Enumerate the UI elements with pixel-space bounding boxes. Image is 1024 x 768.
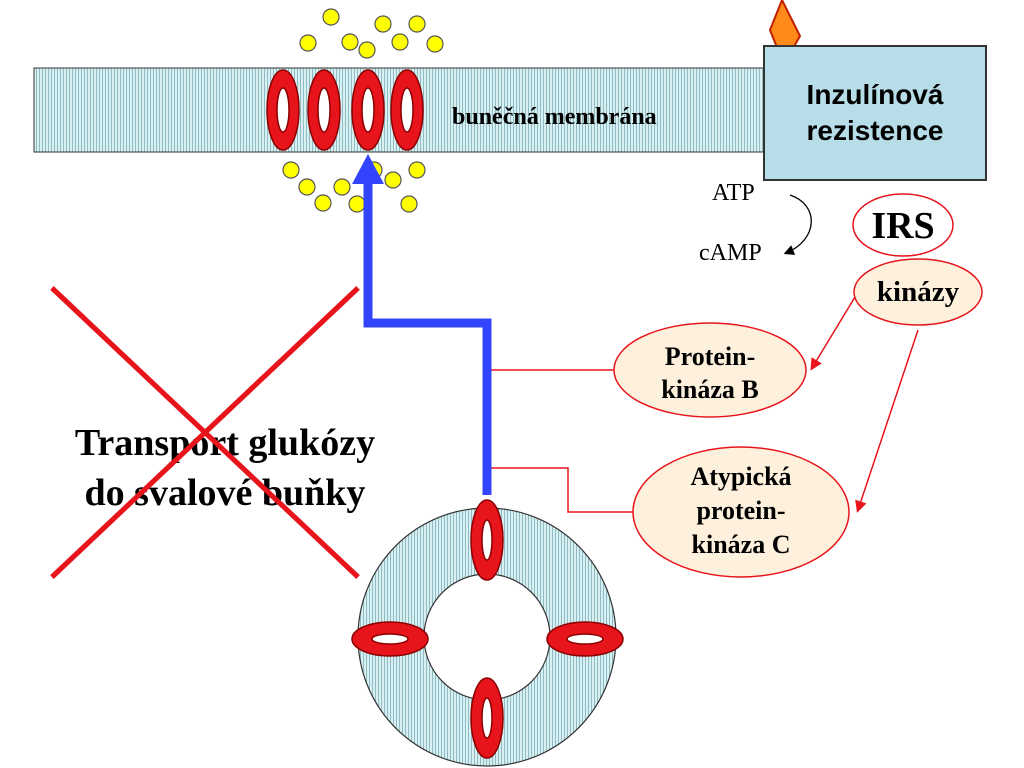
glucose-molecule — [374, 15, 392, 33]
atp-camp-arrow — [783, 194, 812, 255]
insulin-resistance-line2: rezistence — [806, 115, 944, 146]
glucose-molecule — [341, 33, 359, 51]
atp-label: ATP — [712, 180, 755, 206]
vesicle-transporters — [351, 499, 624, 759]
glucose-molecule — [408, 15, 426, 33]
kinases-label: kinázy — [876, 276, 960, 308]
kinases-oval — [853, 258, 983, 326]
transport-label-line1: Transport glukózy — [74, 422, 376, 464]
irs-label: IRS — [871, 205, 935, 247]
storage-vesicle — [357, 507, 617, 767]
glucose-molecule — [314, 194, 332, 212]
glucose-molecule — [282, 161, 300, 179]
apkc-label-line2: protein- — [696, 496, 786, 525]
membrane-transporters — [266, 69, 424, 151]
glucose-molecule — [299, 34, 317, 52]
pkb-label-line1: Protein- — [664, 342, 756, 371]
glucose-molecules-top — [299, 8, 444, 59]
kinase-to-apkc-arrow — [855, 329, 919, 513]
transport-arrow-head — [352, 154, 384, 184]
glucose-molecule — [333, 178, 351, 196]
glucose-molecule — [391, 33, 409, 51]
insulin-resistance-line1: Inzulínová — [806, 79, 944, 110]
insulin-shape-icon — [768, 0, 802, 51]
glucose-molecule — [400, 195, 418, 213]
irs-oval — [852, 193, 954, 257]
glucose-molecule — [298, 178, 316, 196]
signal-lines — [490, 291, 919, 513]
camp-label: cAMP — [699, 240, 762, 266]
pkb-label-line2: kináza B — [661, 375, 759, 404]
glucose-molecule — [322, 8, 340, 26]
transport-label-line2: do svalové buňky — [84, 472, 366, 514]
glucose-molecule — [426, 35, 444, 53]
glucose-molecule — [358, 41, 376, 59]
membrane-label: buněčná membrána — [452, 104, 657, 130]
pkb-label: Protein- kináza B — [614, 340, 806, 406]
transport-label: Transport glukózy do svalové buňky — [20, 418, 430, 518]
pkb-oval — [613, 322, 807, 418]
transport-arrow-shaft — [363, 178, 492, 495]
glucose-molecule — [408, 161, 426, 179]
glucose-molecule — [384, 171, 402, 189]
kinase-to-pkb-arrow — [810, 291, 859, 371]
insulin-resistance-box: Inzulínová rezistence — [763, 45, 987, 181]
apkc-oval — [632, 446, 850, 578]
apkc-link-line — [490, 467, 633, 513]
apkc-label: Atypická protein- kináza C — [633, 460, 849, 562]
apkc-label-line3: kináza C — [691, 530, 791, 559]
glucose-molecule — [348, 195, 366, 213]
apkc-label-line1: Atypická — [690, 462, 792, 491]
glucose-molecules-bottom — [282, 161, 426, 213]
